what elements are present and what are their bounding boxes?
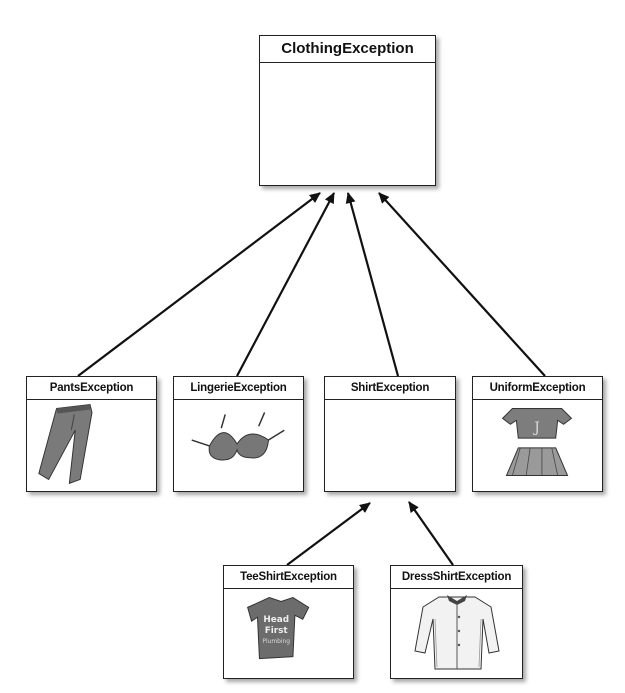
dress-shirt-icon	[414, 595, 500, 670]
class-box-shirtexception: ShirtException	[324, 376, 456, 492]
class-name-clothingexception: ClothingException	[260, 36, 435, 63]
bra-icon	[191, 412, 285, 461]
class-box-teeshirtexception: TeeShirtException Head First Plumbing	[223, 565, 354, 679]
tshirt-text-line3: Plumbing	[262, 639, 290, 645]
class-box-dressshirtexception: DressShirtException	[390, 565, 523, 679]
arrow-tee-to-shirt	[286, 502, 371, 566]
uniform-icon: J	[501, 408, 573, 476]
class-name-dressshirtexception: DressShirtException	[391, 566, 522, 589]
class-box-uniformexception: UniformException J	[472, 376, 603, 492]
class-box-pantsexception: PantsException	[26, 376, 157, 492]
class-name-pantsexception: PantsException	[27, 377, 156, 400]
class-box-clothingexception: ClothingException	[259, 35, 436, 186]
tshirt-icon: Head First Plumbing	[247, 596, 310, 660]
class-box-lingerieexception: LingerieException	[173, 376, 304, 492]
svg-text:J: J	[532, 420, 540, 436]
arrow-shirt-to-clothing	[345, 192, 400, 377]
class-name-uniformexception: UniformException	[473, 377, 602, 400]
class-name-lingerieexception: LingerieException	[174, 377, 303, 400]
arrow-pants-to-clothing	[77, 192, 321, 377]
tshirt-text-line1: Head	[263, 615, 289, 625]
arrow-lingerie-to-clothing	[236, 192, 335, 377]
class-name-teeshirtexception: TeeShirtException	[224, 566, 353, 589]
class-body-empty	[260, 63, 435, 186]
pants-icon	[38, 404, 93, 485]
arrow-dress-to-shirt	[408, 501, 454, 566]
class-name-shirtexception: ShirtException	[325, 377, 455, 400]
class-body-empty	[325, 400, 455, 486]
tshirt-text-line2: First	[265, 626, 289, 636]
arrow-uniform-to-clothing	[378, 192, 546, 377]
